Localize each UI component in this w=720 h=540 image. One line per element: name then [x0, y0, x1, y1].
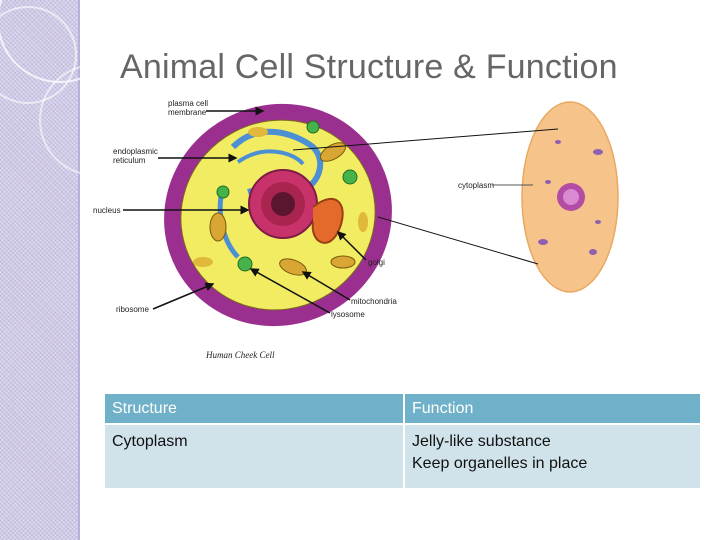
decorative-circles	[0, 0, 151, 176]
slide-title: Animal Cell Structure & Function	[120, 48, 618, 86]
table-header-structure: Structure	[105, 394, 405, 425]
label-lysosome: lysosome	[331, 310, 365, 319]
label-plasma-membrane: plasma cell	[168, 99, 208, 108]
cell-diagram: plasma cell membrane endoplasmic reticul…	[93, 99, 619, 360]
function-line-2: Keep organelles in place	[412, 455, 588, 472]
cheek-cell	[521, 101, 619, 293]
structure-function-table: Structure Function Cytoplasm Jelly-like …	[105, 394, 700, 488]
label-cytoplasm: cytoplasm	[458, 181, 494, 190]
table-cell-function: Jelly-like substance Keep organelles in …	[404, 424, 700, 488]
label-er-2: reticulum	[113, 156, 146, 165]
animal-cell	[164, 103, 392, 327]
label-ribosome: ribosome	[116, 305, 149, 314]
table-header-function: Function	[404, 394, 700, 425]
label-golgi: golgi	[368, 258, 385, 267]
label-nucleus: nucleus	[93, 206, 121, 215]
label-mitochondria: mitochondria	[351, 297, 397, 306]
function-line-1: Jelly-like substance	[412, 433, 551, 450]
table-row: Cytoplasm Jelly-like substance Keep orga…	[105, 424, 700, 488]
label-plasma-membrane-2: membrane	[168, 108, 207, 117]
table-header-row: Structure Function	[105, 394, 700, 425]
slide-sidebar	[0, 0, 79, 540]
figure-caption: Human Cheek Cell	[205, 350, 275, 360]
table-cell-structure: Cytoplasm	[105, 424, 405, 488]
sidebar-divider	[78, 0, 80, 540]
label-er: endoplasmic	[113, 147, 158, 156]
